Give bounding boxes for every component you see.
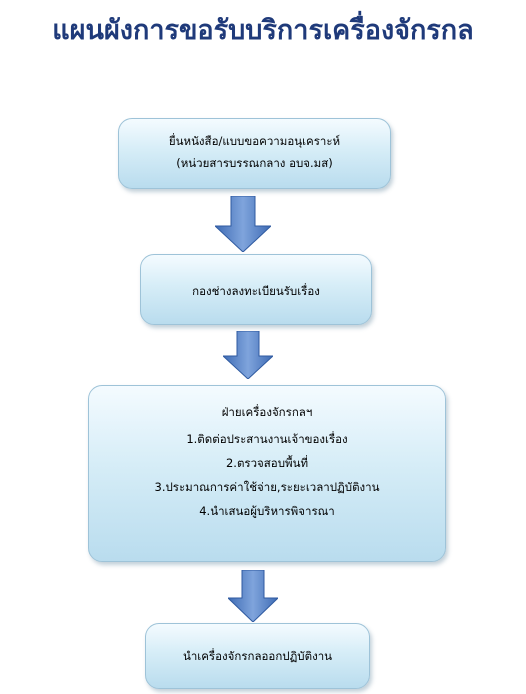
page-title: แผนผังการขอรับบริการเครื่องจักรกล (52, 15, 474, 46)
step-deploy-machinery: นำเครื่องจักรกลออกปฏิบัติงาน (145, 623, 370, 689)
step-register-line-1: กองช่างลงทะเบียนรับเรื่อง (192, 284, 320, 298)
down-arrow-icon (223, 331, 273, 379)
machinery-task-1: 1.ติดต่อประสานงานเจ้าของเรื่อง (186, 431, 348, 446)
step-machinery-division-heading: ฝ่ายเครื่องจักรกลฯ (221, 405, 313, 419)
step-submit-request-line-2: (หน่วยสารบรรณกลาง อบจ.มส) (176, 156, 333, 171)
step-submit-request-line-1: ยื่นหนังสือ/แบบขอความอนุเคราะห์ (168, 134, 341, 148)
step-register: กองช่างลงทะเบียนรับเรื่อง (140, 254, 372, 325)
machinery-task-3: 3.ประมาณการค่าใช้จ่าย,ระยะเวลาปฏิบัติงาน (154, 480, 380, 494)
step-submit-request: ยื่นหนังสือ/แบบขอความอนุเคราะห์ (หน่วยสา… (118, 118, 391, 189)
step-deploy-machinery-line-1: นำเครื่องจักรกลออกปฏิบัติงาน (182, 649, 333, 663)
down-arrow-icon (215, 196, 271, 252)
machinery-task-4: 4.นำเสนอผู้บริหารพิจารณา (199, 504, 335, 519)
machinery-task-2: 2.ตรวจสอบพื้นที่ (225, 455, 309, 470)
step-machinery-division: ฝ่ายเครื่องจักรกลฯ 1.ติดต่อประสานงานเจ้า… (88, 385, 446, 562)
down-arrow-icon (228, 570, 278, 622)
